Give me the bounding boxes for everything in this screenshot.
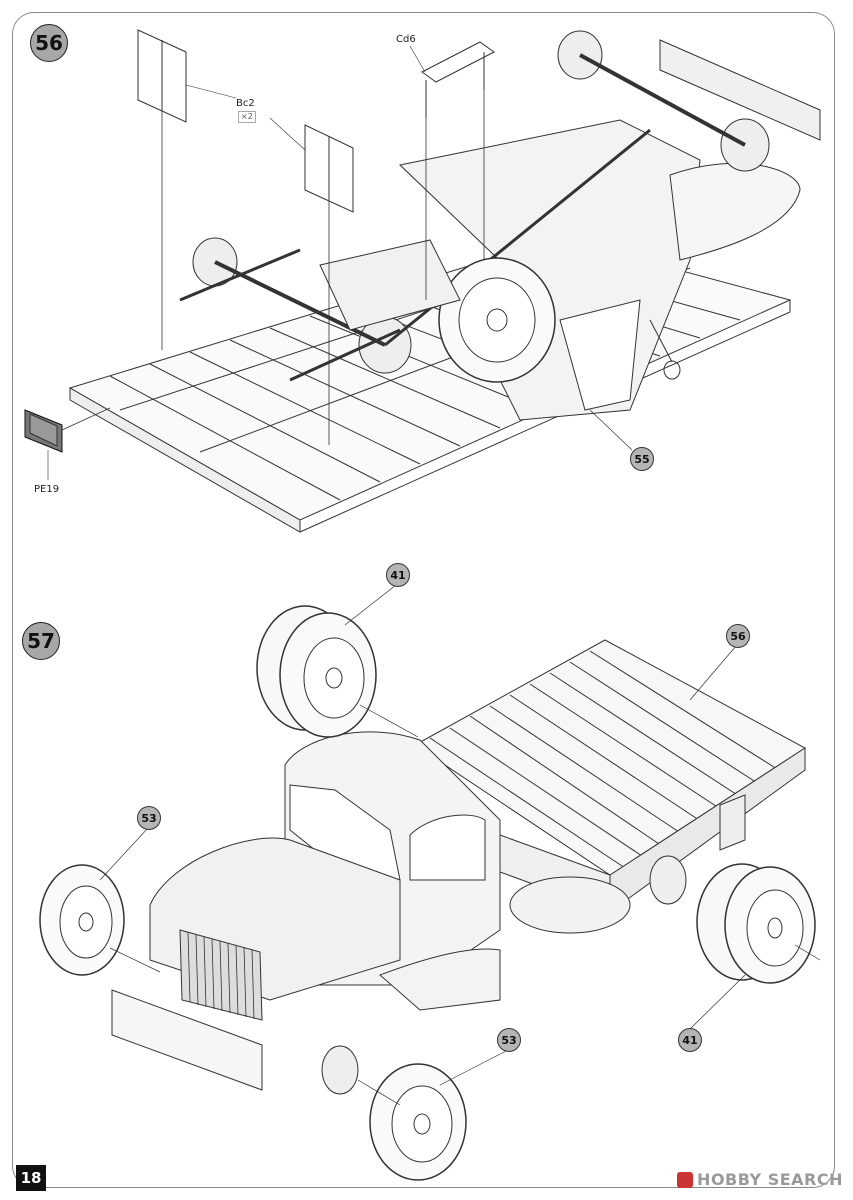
part-label-cd6: Cd6	[396, 34, 416, 45]
truck-body-drawing	[111, 639, 806, 1091]
page-number: 18	[16, 1165, 46, 1191]
wheels-drawing	[39, 605, 821, 1181]
step-number-57: 57	[22, 622, 60, 660]
part-qty-bc2: ×2	[238, 111, 256, 123]
part-label-pe19: PE19	[34, 484, 60, 495]
ref-leaders	[99, 584, 746, 1086]
watermark-logo-icon	[677, 1171, 694, 1188]
part-label-bc2: Bc2	[236, 98, 255, 109]
step-number-56: 56	[30, 24, 68, 62]
part-pe19-drawing	[24, 407, 111, 480]
ref-step-55: 55	[630, 447, 654, 471]
ref-step-41-right: 41	[678, 1028, 702, 1052]
part-bc2-drawing	[137, 29, 354, 445]
ref-step-56: 56	[726, 624, 750, 648]
part-cd6-drawing	[409, 41, 495, 300]
ref-step-53-left: 53	[137, 806, 161, 830]
watermark-text: HOBBY SEARCH	[697, 1170, 843, 1189]
page-frame	[12, 12, 835, 1188]
ref-step-41-top: 41	[386, 563, 410, 587]
ref-step-53-bottom: 53	[497, 1028, 521, 1052]
chassis-frame-drawing	[68, 30, 821, 533]
watermark: HOBBY SEARCH	[677, 1170, 843, 1189]
